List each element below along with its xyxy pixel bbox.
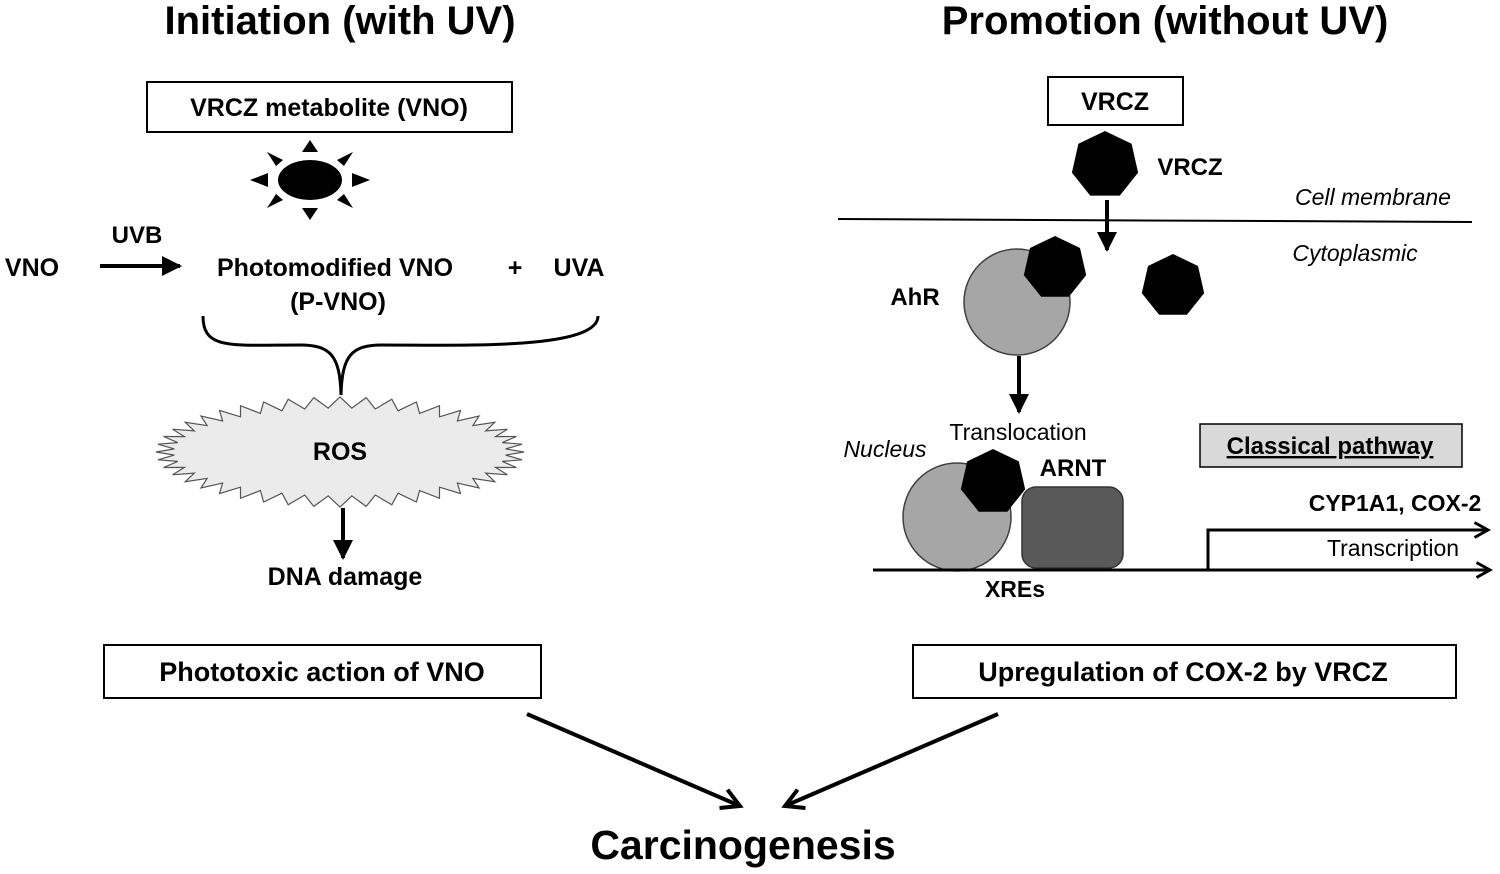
- sun-icon: [250, 140, 370, 220]
- plus-sign: +: [508, 254, 523, 282]
- vrcz-box-label: VRCZ: [1081, 88, 1149, 116]
- vrcz-ligand-nuclear: [960, 449, 1026, 512]
- translocation-label: Translocation: [949, 419, 1086, 445]
- vrcz-ligand-free: [1141, 254, 1205, 315]
- phototoxic-box: [103, 644, 542, 699]
- uvb-label: UVB: [112, 222, 163, 249]
- ros-label: ROS: [313, 438, 367, 466]
- right-to-outcome-arrow: [785, 712, 999, 806]
- metabolite-box-label: VRCZ metabolite (VNO): [190, 94, 468, 122]
- initiation-heading: Initiation (with UV): [164, 0, 515, 43]
- vrcz-ligand-bound-ahr: [1023, 236, 1087, 297]
- left-to-outcome-arrow: [526, 712, 740, 806]
- metabolite-box: [146, 81, 513, 133]
- upregulation-box: [912, 644, 1457, 699]
- dna-damage-label: DNA damage: [268, 563, 423, 591]
- promotion-heading: Promotion (without UV): [942, 0, 1389, 43]
- arnt-protein: [1021, 486, 1124, 569]
- carcinogenesis-label: Carcinogenesis: [590, 822, 895, 868]
- classical-pathway-label: Classical pathway: [1227, 433, 1434, 460]
- transcription-start-arrow: [1206, 530, 1488, 570]
- cell-membrane-line: [837, 218, 1473, 223]
- pvno-label: (P-VNO): [290, 288, 386, 316]
- transcription-label: Transcription: [1327, 535, 1459, 561]
- phototoxic-box-label: Phototoxic action of VNO: [159, 657, 485, 687]
- cytoplasmic-label: Cytoplasmic: [1292, 240, 1418, 266]
- vrcz-ligand-label: VRCZ: [1157, 154, 1222, 181]
- uva-label: UVA: [554, 254, 605, 282]
- arnt-label: ARNT: [1040, 455, 1107, 482]
- vrcz-box: [1047, 76, 1184, 126]
- vno-label: VNO: [5, 254, 59, 282]
- brace-connector: [201, 315, 600, 396]
- photomodified-vno-label: Photomodified VNO: [217, 254, 453, 282]
- xres-label: XREs: [985, 576, 1045, 602]
- ahr-label: AhR: [890, 284, 939, 311]
- ros-starburst: [155, 396, 525, 508]
- nucleus-label: Nucleus: [843, 436, 927, 462]
- classical-pathway-box: [1199, 423, 1463, 468]
- genes-label: CYP1A1, COX-2: [1309, 490, 1482, 516]
- upregulation-box-label: Upregulation of COX-2 by VRCZ: [978, 657, 1388, 687]
- vrcz-ligand-outside: [1071, 131, 1139, 196]
- cell-membrane-label: Cell membrane: [1295, 184, 1451, 210]
